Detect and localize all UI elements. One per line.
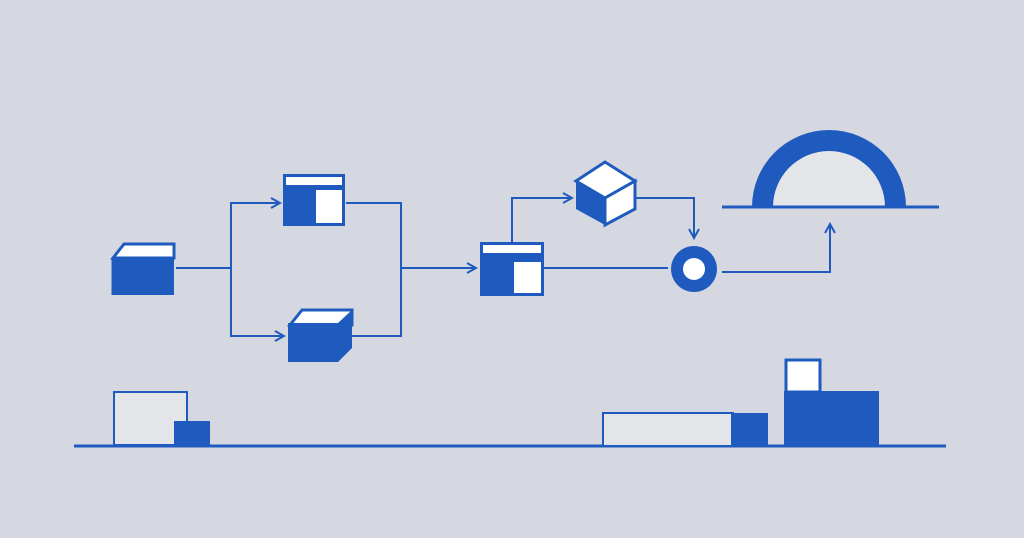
footer-left-block <box>113 391 210 446</box>
edge-box-bottom-out <box>352 268 402 337</box>
edge-split-to-window-top <box>230 203 280 268</box>
footer-center-panel <box>602 412 734 447</box>
window-middle-node <box>480 242 544 296</box>
edge-split-to-box-bottom <box>230 268 284 336</box>
source-box-top <box>109 242 176 260</box>
box-bottom-front <box>288 323 338 362</box>
edge-window-middle-to-cube <box>511 198 572 243</box>
footer-right-body <box>784 391 879 446</box>
footer-left-accent <box>174 421 210 446</box>
edge-cube-to-ring <box>636 197 694 238</box>
window-top-node <box>283 174 345 226</box>
box-bottom-side <box>338 310 352 362</box>
edge-ring-to-arch <box>722 224 830 273</box>
source-box-node <box>109 242 176 295</box>
cube-left-face <box>576 181 605 225</box>
footer-group <box>74 358 946 448</box>
edge-window-top-out <box>346 202 402 268</box>
footer-right-block <box>784 358 879 446</box>
ring-node <box>671 246 717 292</box>
ring-inner <box>683 258 705 280</box>
cube-top-node <box>573 160 638 228</box>
footer-center-accent <box>731 413 768 446</box>
cube-right-face <box>603 178 637 228</box>
window-middle-pane <box>514 262 541 293</box>
footer-right-cap <box>784 358 822 394</box>
connectors <box>176 198 830 336</box>
source-box-front <box>113 258 174 295</box>
arch-gate-node <box>722 130 939 209</box>
window-top-pane <box>316 190 342 223</box>
box-bottom-node <box>286 308 354 362</box>
window-middle-titlebar <box>483 245 541 253</box>
footer-center-block <box>602 412 768 447</box>
arch-inner <box>773 151 885 207</box>
window-top-titlebar <box>286 177 342 185</box>
